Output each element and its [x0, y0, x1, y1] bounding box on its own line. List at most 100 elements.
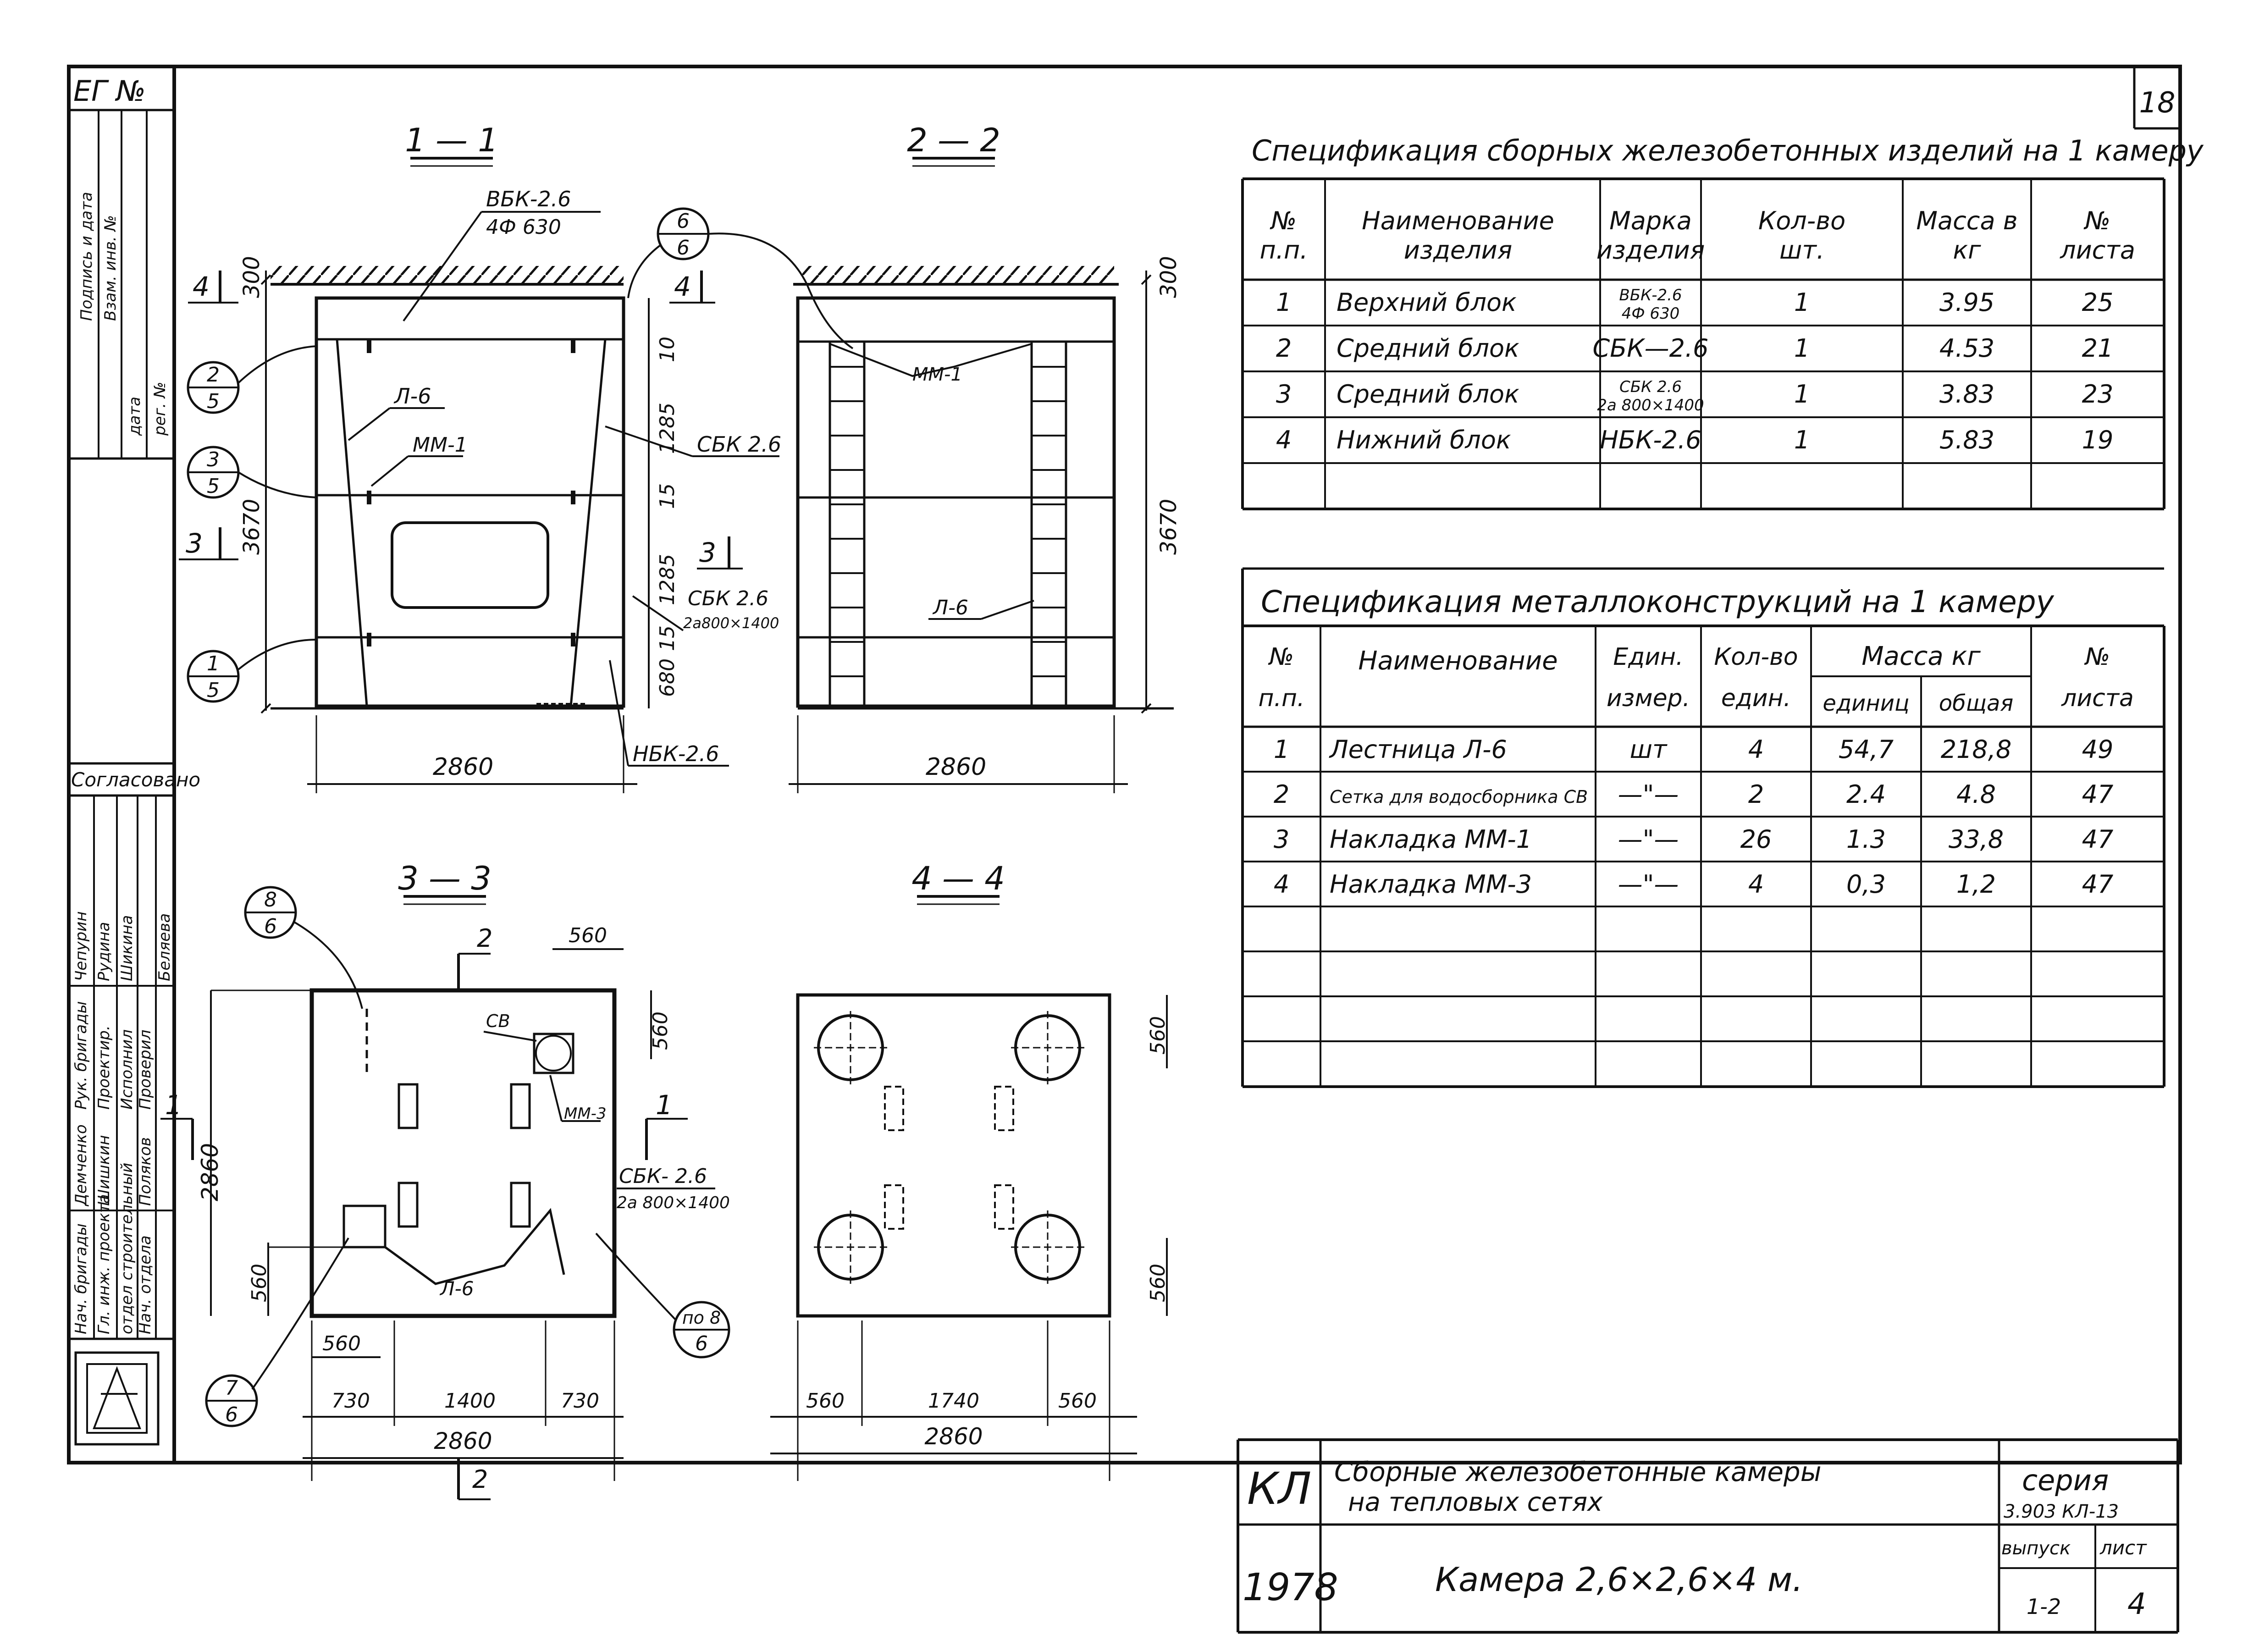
svg-text:7: 7 — [225, 1376, 238, 1400]
label-sbk26b: СБК 2.6 — [688, 587, 768, 610]
table-cell: 21 — [2082, 334, 2114, 363]
table-cell: Накладка ММ-1 — [1330, 825, 1532, 854]
strip-role: Гл. инж. проекта — [95, 1194, 113, 1334]
svg-text:6: 6 — [264, 915, 277, 938]
svg-text:5: 5 — [207, 679, 220, 702]
dim-3670: 3670 — [1156, 499, 1182, 555]
callout: по 8 6 — [595, 1232, 730, 1359]
table-cell: 2 — [1748, 780, 1764, 809]
section-1-1: 1 — 1 300 3670 10 1285 15 — [179, 122, 781, 793]
dim-300: 300 — [239, 256, 265, 298]
section-title: 1 — 1 — [405, 122, 498, 159]
table-cell: 1 — [1794, 380, 1810, 409]
stamp-subtitle: Камера 2,6×2,6×4 м. — [1435, 1560, 1803, 1599]
svg-text:по 8: по 8 — [682, 1308, 721, 1328]
table-cell: 1 — [1794, 334, 1810, 363]
dim-560: 560 — [649, 1011, 672, 1050]
dim-10: 10 — [656, 337, 679, 362]
inventory-number: ЕГ № — [73, 74, 146, 108]
label-vbk-sub: 4Ф 630 — [486, 215, 561, 239]
svg-text:1: 1 — [207, 652, 220, 675]
table-cell: Верхний блок — [1337, 288, 1517, 317]
stamp-sheet-label: лист — [2099, 1536, 2147, 1559]
label-vbk: ВБК-2.6 — [486, 187, 571, 211]
dim-2860: 2860 — [434, 1428, 492, 1454]
dim-2860: 2860 — [433, 753, 493, 781]
dim-560: 560 — [1058, 1389, 1097, 1413]
spec-mc-table: Спецификация металлоконструкций на 1 кам… — [1241, 567, 2165, 1088]
plates — [367, 339, 575, 646]
ground-hatch — [802, 266, 1114, 284]
table-cell: 3 — [1274, 825, 1289, 854]
strip-name: Шикина — [118, 915, 136, 981]
table-cell: 47 — [2082, 870, 2114, 899]
dim-560: 560 — [322, 1332, 361, 1355]
strip-col-label: рег. № — [151, 382, 169, 436]
table-cell: 4 — [1274, 870, 1289, 899]
callout: 1 5 — [187, 639, 317, 703]
label-mm3: ММ-3 — [564, 1105, 607, 1123]
spec-rc-title: Спецификация сборных железобетонных изде… — [1252, 134, 2204, 167]
table-cell: Средний блок — [1337, 334, 1519, 363]
table-cell: Средний блок — [1337, 380, 1519, 409]
stamp-series-value: 3.903 КЛ-13 — [2004, 1501, 2119, 1522]
table-cell: 4 — [1748, 870, 1764, 899]
table-cell: Накладка ММ-3 — [1330, 870, 1532, 899]
table-cell: 2 — [1276, 334, 1292, 363]
callout: 7 6 — [205, 1237, 349, 1427]
section-mark: 1 — [656, 1089, 673, 1121]
table-cell: 4 — [1748, 735, 1764, 764]
table-cell: 47 — [2082, 825, 2114, 854]
table-cell: 1 — [1276, 288, 1292, 317]
left-approval-strip: ЕГ № Подпись и дата Взам. инв. № дата ре… — [69, 74, 200, 1446]
sheet-corner-number: 18 — [2139, 86, 2176, 119]
dim-1400: 1400 — [444, 1389, 496, 1413]
dim-1740: 1740 — [928, 1389, 979, 1413]
spec-mc-header: единиц — [1823, 691, 1909, 716]
section-mark: 2 — [472, 1465, 488, 1494]
svg-text:5: 5 — [207, 475, 220, 498]
svg-text:8: 8 — [264, 888, 277, 912]
label-l6: Л-6 — [393, 384, 431, 409]
section-4-4: 4 — 4 560 560 560 — [770, 860, 1170, 1481]
section-2-2: 2 — 2 ММ-1 Л-6 300 3670 2860 — [789, 122, 1182, 793]
strip-role: Исполнил — [118, 1029, 136, 1110]
stamp-title-1: Сборные железобетонные камеры — [1334, 1456, 1822, 1487]
table-cell: 49 — [2082, 735, 2114, 764]
section-title: 3 — 3 — [398, 860, 492, 897]
table-cell: 4.53 — [1939, 334, 1994, 363]
strip-role: Рук. бригады — [72, 1001, 90, 1110]
strip-name: Шишкин — [95, 1135, 113, 1206]
spec-mc-header: Масса кг — [1861, 641, 1981, 671]
table-cell: 2 — [1274, 780, 1289, 809]
table-cell: 5.83 — [1939, 425, 1994, 454]
strip-col-label: Взам. инв. № — [101, 215, 120, 321]
strip-dept: отдел строительный — [118, 1163, 136, 1334]
spec-mc-header: Един.измер. — [1607, 643, 1690, 712]
svg-text:6: 6 — [695, 1332, 708, 1355]
svg-text:5: 5 — [207, 390, 220, 413]
table-cell: —"— — [1618, 870, 1679, 899]
section-mark: 4 — [674, 271, 691, 302]
dim-15: 15 — [656, 625, 679, 651]
strip-name: Рудина — [95, 922, 113, 981]
svg-text:6: 6 — [225, 1403, 238, 1426]
table-cell: 33,8 — [1949, 825, 2004, 854]
dim-3670: 3670 — [239, 499, 265, 555]
label-cb: СВ — [486, 1011, 510, 1031]
strip-col-label: дата — [126, 397, 144, 436]
manhole-openings — [814, 1011, 1084, 1284]
agreed-label: Согласовано — [71, 768, 200, 791]
ladder — [829, 340, 1067, 707]
